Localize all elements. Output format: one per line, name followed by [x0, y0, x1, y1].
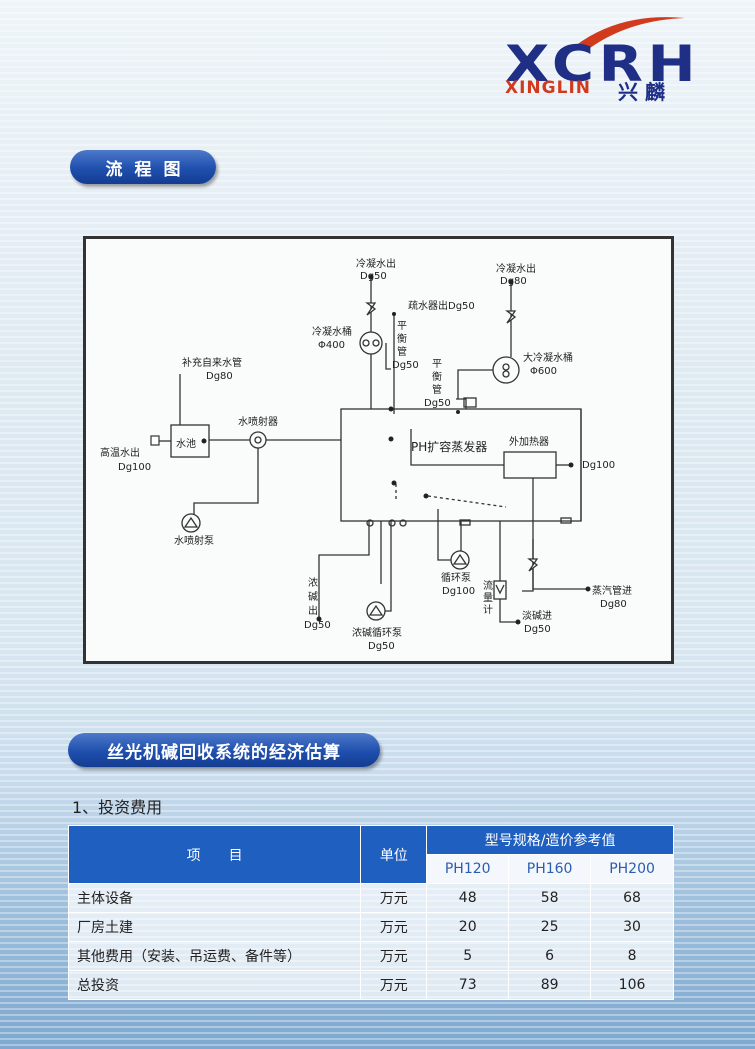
row-value-ph120: 73	[426, 970, 510, 1000]
label-cond-out-2: 冷凝水出	[496, 262, 536, 275]
header-item: 项 目	[67, 825, 362, 884]
header-model-ph160: PH160	[508, 854, 592, 884]
investment-heading: 1、投资费用	[72, 798, 163, 817]
label-cond-out-1-dg: Dg50	[360, 271, 387, 282]
label-hot-water-dg: Dg100	[118, 462, 151, 473]
process-flow-diagram: 冷凝水出 Dg50 冷凝水出 Dg80 疏水器出Dg50 冷凝水桶 Φ400 平…	[83, 236, 674, 664]
label-cond-bucket-size: Φ400	[318, 340, 345, 351]
row-value-ph120: 5	[426, 941, 510, 971]
row-item: 厂房土建	[67, 912, 362, 942]
label-cond-bucket: 冷凝水桶	[312, 325, 352, 338]
row-unit: 万元	[360, 941, 428, 971]
label-cond-out-1: 冷凝水出	[356, 257, 396, 270]
label-steam-in: 蒸汽管进	[592, 584, 632, 597]
row-unit: 万元	[360, 912, 428, 942]
row-value-ph160: 6	[508, 941, 592, 971]
table-row: 主体设备 万元 48 58 68	[67, 883, 674, 913]
label-trap-out: 疏水器出Dg50	[408, 299, 475, 312]
table-row: 总投资 万元 73 89 106	[67, 970, 674, 1000]
label-evaporator: PH扩容蒸发器	[411, 439, 487, 454]
row-value-ph160: 89	[508, 970, 592, 1000]
label-conc-c: 出	[308, 604, 318, 617]
logo-swoosh-icon	[575, 17, 685, 48]
label-big-bucket: 大冷凝水桶	[523, 351, 573, 364]
label-tap-water: 补充自来水管	[182, 356, 242, 369]
logo-chinese: 兴 麟	[618, 80, 665, 104]
flow-section-title: 流程图	[70, 150, 216, 184]
label-flow-b: 量	[483, 592, 493, 604]
row-item: 其他费用（安装、吊运费、备件等）	[67, 941, 362, 971]
label-dilute-dg: Dg50	[524, 624, 551, 635]
row-value-ph200: 30	[590, 912, 674, 942]
label-conc-dg: Dg50	[304, 620, 331, 631]
label-conc-pump-dg: Dg50	[368, 641, 395, 652]
label-balance-2b: 衡	[432, 371, 442, 383]
row-unit: 万元	[360, 970, 428, 1000]
label-conc-pump: 浓碱循环泵	[352, 626, 402, 639]
label-cond-out-2-dg: Dg80	[500, 276, 527, 287]
label-pool: 水池	[176, 437, 196, 450]
external-heater	[503, 451, 557, 479]
logo-wordmark: XCRH	[505, 35, 701, 93]
label-dilute-in: 淡碱进	[522, 610, 552, 622]
label-flow-c: 计	[483, 603, 493, 616]
row-value-ph200: 106	[590, 970, 674, 1000]
label-tap-water-dg: Dg80	[206, 371, 233, 382]
label-heater-dg: Dg100	[582, 460, 615, 471]
label-big-bucket-size: Φ600	[530, 366, 557, 377]
label-circ-pump: 循环泵	[441, 571, 471, 584]
label-steam-dg: Dg80	[600, 599, 627, 610]
row-value-ph160: 25	[508, 912, 592, 942]
brand-logo: XCRH XINGLIN 兴 麟	[500, 10, 740, 106]
row-unit: 万元	[360, 883, 428, 913]
row-item: 主体设备	[67, 883, 362, 913]
label-conc-a: 浓	[308, 577, 318, 589]
header-models-group: 型号规格/造价参考值	[426, 825, 674, 855]
investment-cost-table: 项 目 单位 型号规格/造价参考值 PH120 PH160 PH200 主体设备…	[67, 825, 674, 1000]
label-balance-2-dg: Dg50	[424, 398, 451, 409]
row-value-ph200: 8	[590, 941, 674, 971]
label-balance-2a: 平	[432, 359, 442, 370]
label-conc-b: 碱	[308, 591, 318, 603]
label-flow-a: 流	[483, 579, 493, 592]
row-item: 总投资	[67, 970, 362, 1000]
label-balance-1a: 平	[397, 321, 407, 332]
label-balance-1b: 衡	[397, 333, 407, 345]
row-value-ph200: 68	[590, 883, 674, 913]
row-value-ph160: 58	[508, 883, 592, 913]
label-balance-2c: 管	[432, 383, 442, 396]
label-ejector-pump: 水喷射泵	[174, 535, 214, 547]
label-ejector: 水喷射器	[238, 416, 278, 428]
header-model-ph120: PH120	[426, 854, 510, 884]
header-model-ph200: PH200	[590, 854, 674, 884]
label-hot-water-out: 高温水出	[100, 446, 140, 459]
economy-section-title: 丝光机碱回收系统的经济估算	[68, 733, 380, 767]
row-value-ph120: 48	[426, 883, 510, 913]
table-row: 其他费用（安装、吊运费、备件等） 万元 5 6 8	[67, 941, 674, 971]
label-balance-1-dg: Dg50	[392, 360, 419, 371]
table-row: 厂房土建 万元 20 25 30	[67, 912, 674, 942]
label-circ-pump-dg: Dg100	[442, 586, 475, 597]
flow-diagram-svg: 冷凝水出 Dg50 冷凝水出 Dg80 疏水器出Dg50 冷凝水桶 Φ400 平…	[100, 257, 632, 652]
row-value-ph120: 20	[426, 912, 510, 942]
logo-subtitle: XINGLIN	[505, 78, 591, 98]
header-unit: 单位	[360, 825, 428, 884]
label-balance-1c: 管	[397, 345, 407, 358]
label-heater: 外加热器	[509, 435, 549, 448]
